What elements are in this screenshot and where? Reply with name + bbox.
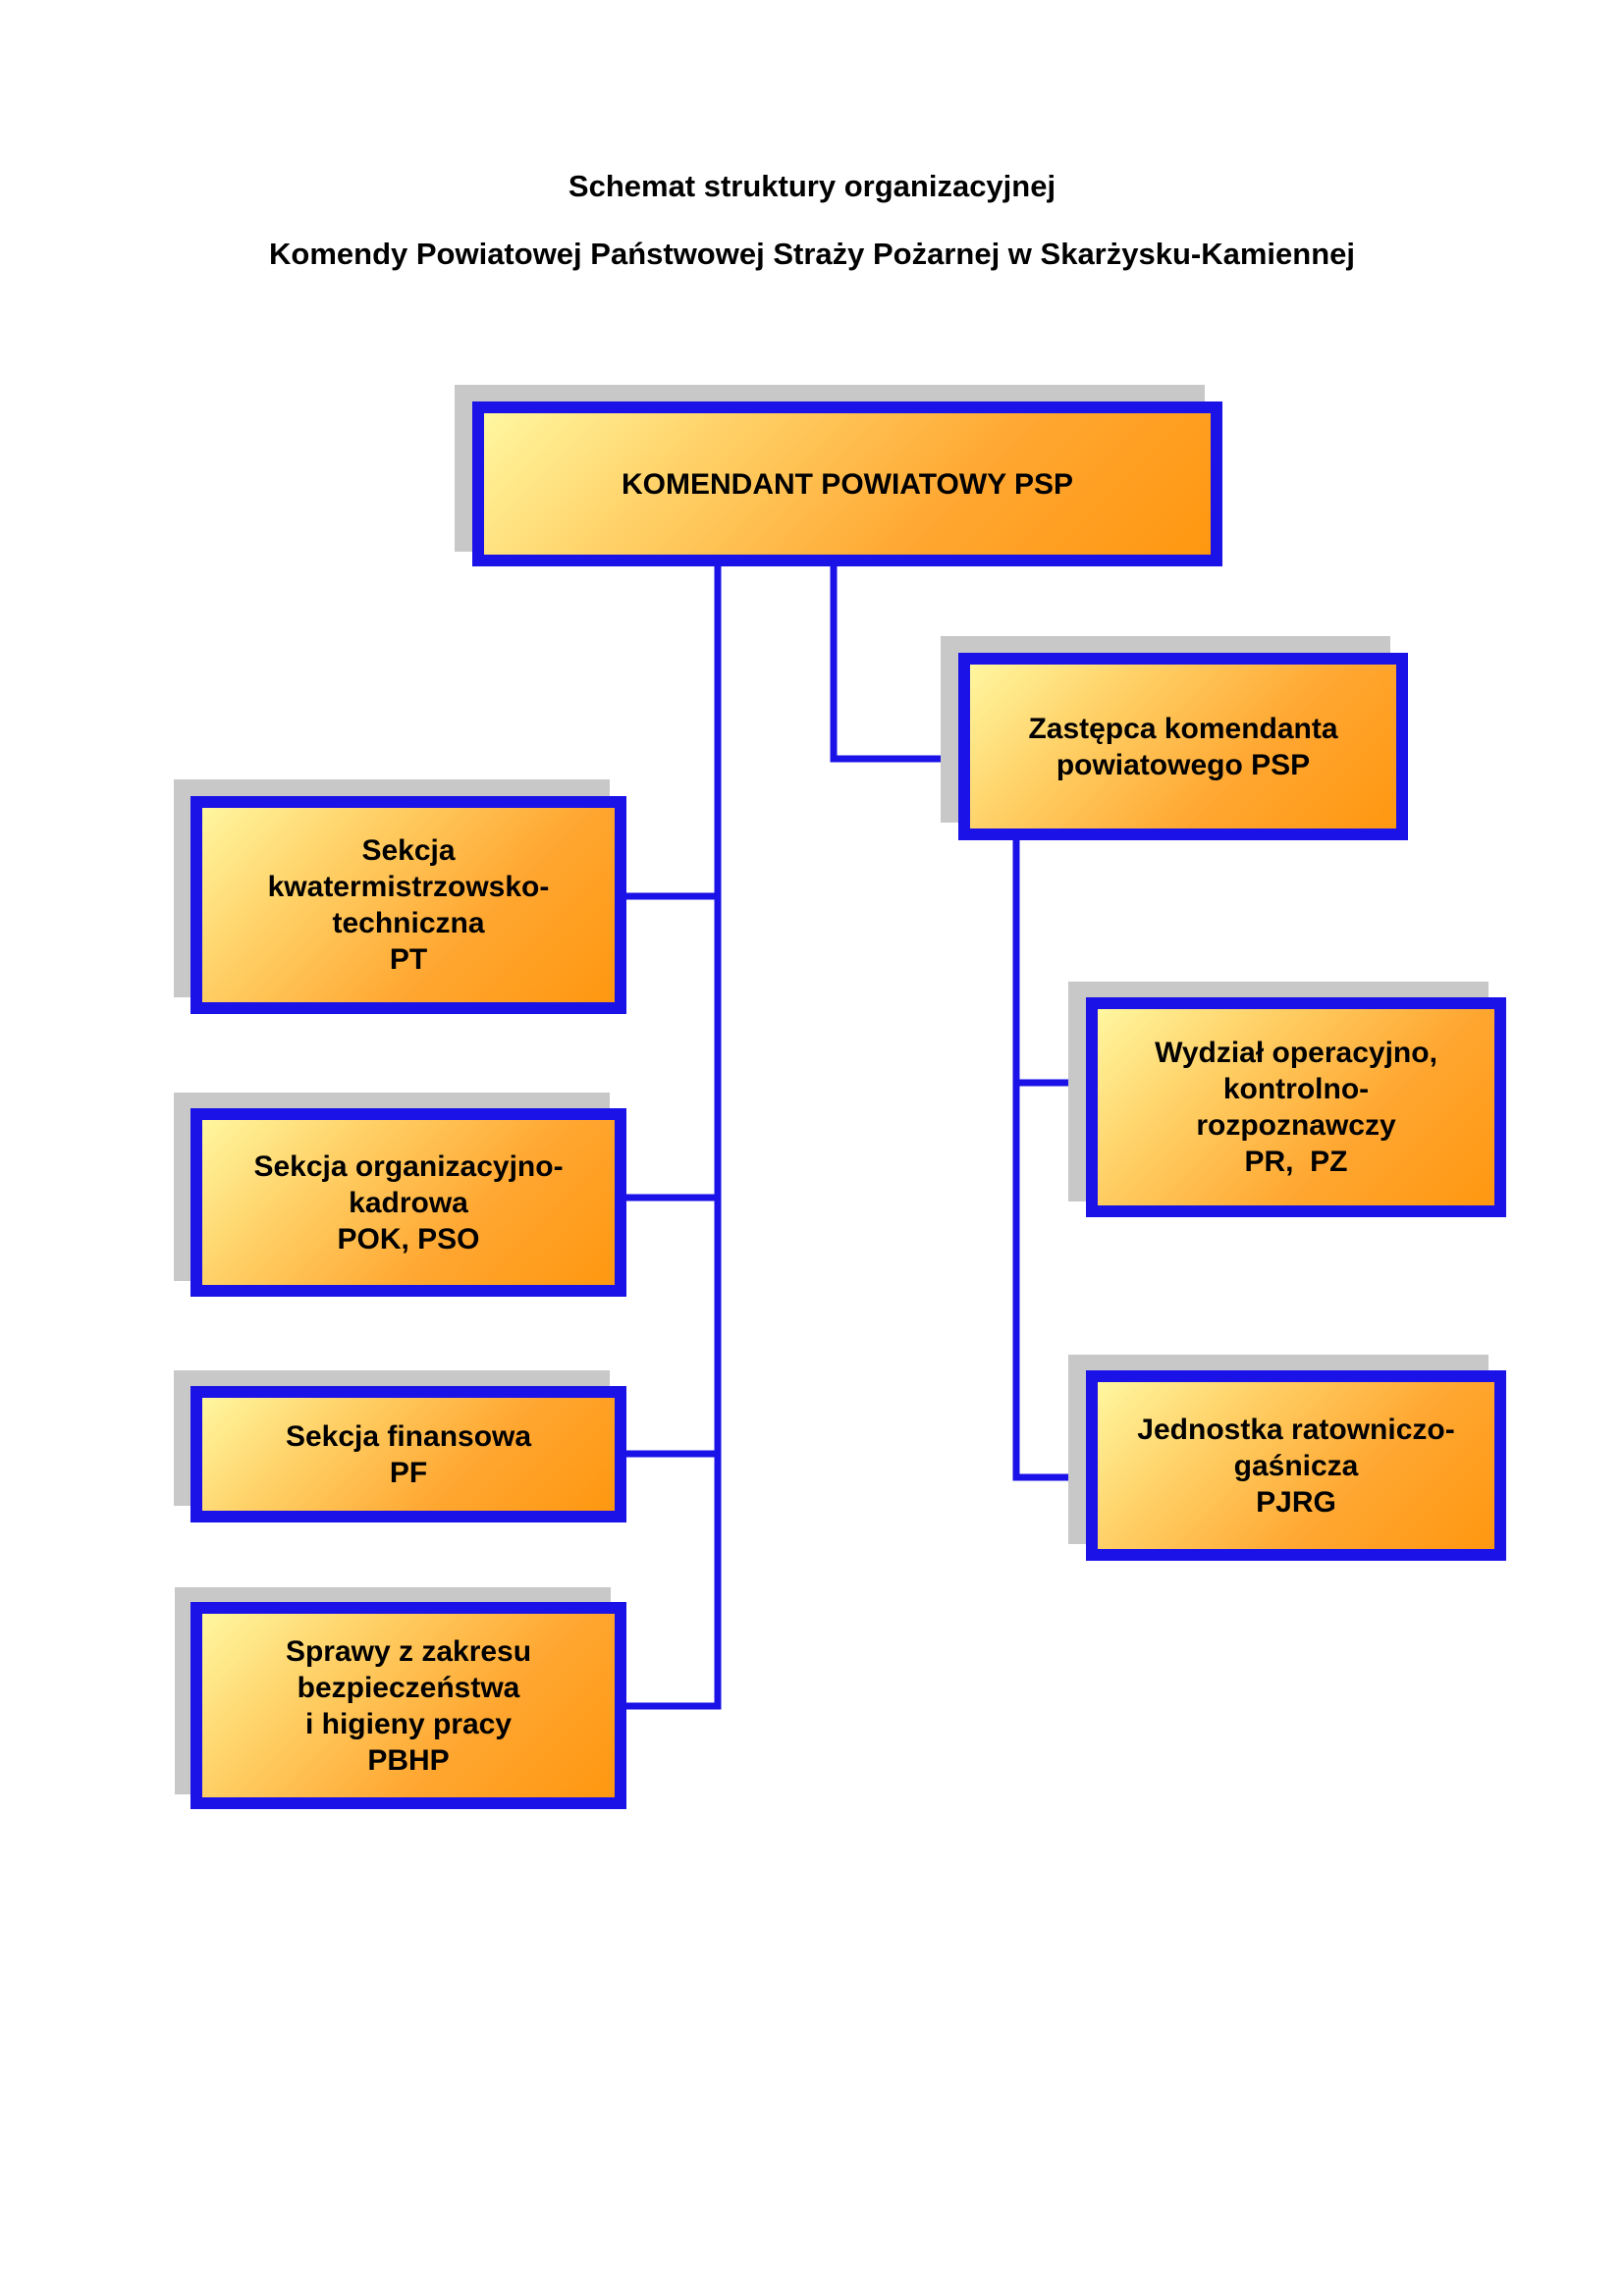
komendant-box: KOMENDANT POWIATOWY PSP [472,401,1222,566]
diagram-subtitle: Komendy Powiatowej Państwowej Straży Poż… [269,237,1355,271]
branch-zastepca [830,562,962,763]
box-label: gaśnicza [1233,1449,1359,1482]
box-label: powiatowego PSP [1056,748,1311,781]
box-label: PT [389,943,428,976]
box-label: i higieny pracy [304,1707,513,1740]
box-label: kontrolno- [1222,1073,1370,1105]
unit-box-pok: Sekcja organizacyjno- kadrowa POK, PSO [190,1108,626,1297]
unit-box-pt: Sekcja kwatermistrzowsko- techniczna PT [190,796,626,1014]
unit-box-pr: Wydział operacyjno, kontrolno- rozpoznaw… [1086,997,1506,1217]
unit-box-pf: Sekcja finansowa PF [190,1386,626,1522]
diagram-title: Schemat struktury organizacyjnej [568,169,1056,203]
box-label: rozpoznawczy [1196,1109,1396,1142]
box-label: kadrowa [349,1186,468,1219]
box-label: POK, PSO [337,1222,480,1255]
box-label: Zastępca komendanta [1028,712,1338,745]
box-label: bezpieczeństwa [297,1671,520,1704]
box-label: PJRG [1256,1485,1336,1519]
box-label: kwatermistrzowsko- [267,871,550,903]
box-label: Sekcja organizacyjno- [253,1149,564,1183]
box-label: PF [389,1456,428,1489]
box-label: Sekcja [361,834,456,867]
box-label: techniczna [332,907,485,939]
box-label: Sprawy z zakresu [285,1634,532,1668]
box-label: KOMENDANT POWIATOWY PSP [621,467,1074,501]
unit-box-pbhp: Sprawy z zakresu bezpieczeństwa i higien… [190,1602,626,1809]
box-label: Sekcja finansowa [285,1419,532,1453]
box-label: PR, PZ [1244,1146,1348,1178]
box-label: Jednostka ratowniczo- [1137,1413,1455,1446]
zastepca-box: Zastępca komendanta powiatowego PSP [958,653,1408,840]
box-label: PBHP [367,1743,450,1777]
box-label: Wydział operacyjno, [1155,1037,1437,1069]
unit-box-pjrg: Jednostka ratowniczo- gaśnicza PJRG [1086,1370,1506,1561]
